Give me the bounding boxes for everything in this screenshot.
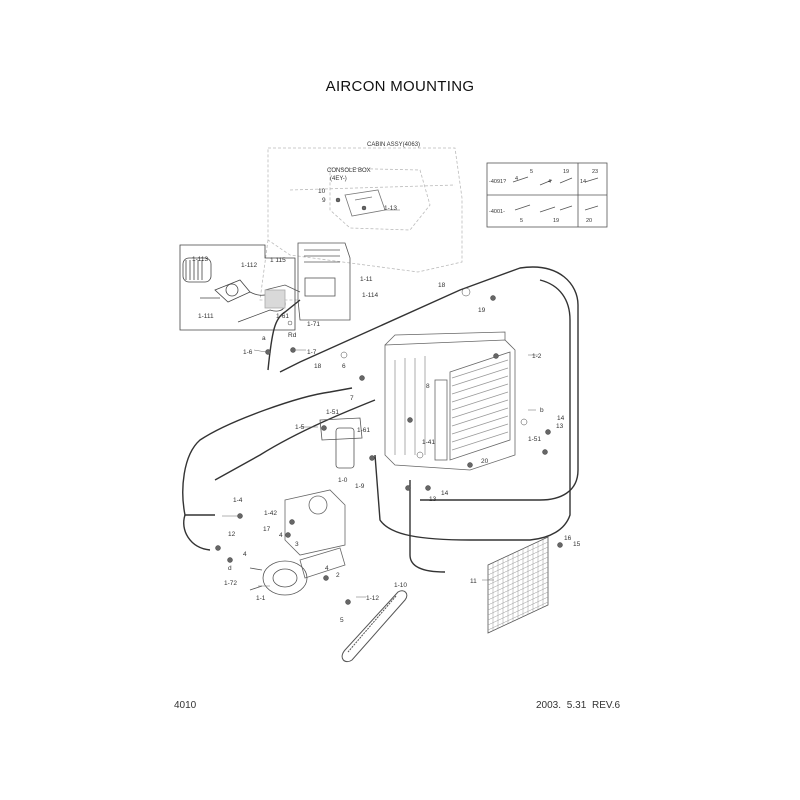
variant-table-number: 5: [520, 218, 523, 224]
part-label: 1-13: [384, 205, 397, 212]
variant-table-number: 20: [586, 218, 592, 224]
part-label: 5: [340, 617, 344, 624]
part-label: 1-11: [360, 276, 373, 283]
variant-table-number: 5: [530, 169, 533, 175]
console-box-callout: CONSOLE BOX: [327, 168, 371, 174]
part-label: 12: [228, 531, 236, 538]
part-label: 2: [336, 572, 340, 579]
page-title: AIRCON MOUNTING: [325, 78, 475, 95]
variant-table-number: 19: [563, 169, 569, 175]
variant-table: [486, 162, 608, 228]
part-label: Rd: [288, 332, 297, 339]
part-label: b: [540, 407, 544, 414]
refrigerant-hoses: [182, 266, 579, 573]
console-box-part: [344, 189, 386, 217]
part-label: 16: [564, 535, 572, 542]
part-label: a: [262, 335, 266, 342]
part-label: 1-51: [528, 436, 541, 443]
part-label: 1-12: [366, 595, 379, 602]
condenser-screen: [487, 536, 549, 634]
part-label: 20: [481, 458, 489, 465]
part-label: 3: [295, 541, 299, 548]
part-label: 1 115: [270, 257, 286, 264]
part-label: 1-7: [307, 349, 317, 356]
v-belt: [341, 590, 408, 663]
part-label: 13: [429, 496, 437, 503]
part-label: 1-4: [233, 497, 243, 504]
cabin-assy-callout: CABIN ASSY(4063): [367, 142, 420, 148]
part-label: 18: [438, 282, 446, 289]
part-label: 1-111: [198, 313, 214, 320]
part-label: 17: [263, 526, 271, 533]
part-label: 1-2: [532, 353, 542, 360]
part-label: 1-10: [394, 582, 407, 589]
part-label: 1-1: [256, 595, 266, 602]
part-label: 1-5: [295, 424, 305, 431]
evaporator-unit: [264, 242, 351, 321]
revision-date: 2003. 5.31 REV.6: [536, 700, 621, 711]
leader-lines: [222, 209, 538, 598]
part-label: 4: [279, 532, 283, 539]
part-label: 1-71: [307, 321, 320, 328]
part-label: 1-51: [326, 409, 339, 416]
part-label: 6: [342, 363, 346, 370]
compressor-bracket: [284, 489, 346, 579]
part-label: 13: [556, 423, 564, 430]
part-label: 1-113: [192, 256, 209, 263]
fittings: [215, 197, 563, 605]
part-label: 14: [441, 490, 449, 497]
part-label: 19: [478, 307, 486, 314]
part-label: 7: [350, 395, 354, 402]
part-label: 8: [426, 383, 430, 390]
part-label: 9: [322, 197, 326, 204]
part-label: 4: [243, 551, 247, 558]
part-label: 1-41: [422, 439, 435, 446]
part-label: 10: [318, 188, 326, 195]
part-label: 1-42: [264, 510, 277, 517]
variant-row1-prefix: -4091?: [489, 179, 506, 185]
part-label: 1-61: [357, 427, 370, 434]
part-label: d: [228, 565, 232, 572]
console-box-ref: (4EY-): [330, 176, 347, 182]
receiver-drier: [319, 417, 363, 469]
part-label: 18: [314, 363, 322, 370]
part-label: 1-6: [243, 349, 253, 356]
part-label: 1-114: [362, 292, 379, 299]
part-label: 14: [557, 415, 565, 422]
part-label: 4: [325, 565, 329, 572]
variant-table-number: 4: [548, 179, 551, 185]
variant-table-number: 4: [515, 176, 518, 182]
variant-table-number: 19: [553, 218, 559, 224]
part-label: 1-0: [338, 477, 348, 484]
compressor: [249, 560, 308, 596]
cabin-assy-outline: [259, 147, 463, 301]
part-label: 1-61: [276, 313, 289, 320]
variant-row2-prefix: -4001-: [489, 209, 505, 215]
part-label: 11: [470, 578, 477, 585]
variant-table-number: 23: [592, 169, 598, 175]
part-label: 1-72: [224, 580, 237, 587]
part-label: 1-112: [241, 262, 258, 269]
variant-table-number: 14: [580, 179, 586, 185]
page-code: 4010: [174, 700, 197, 711]
part-label: 1-9: [355, 483, 365, 490]
part-label: 15: [573, 541, 581, 548]
condenser-assembly: [384, 331, 516, 471]
